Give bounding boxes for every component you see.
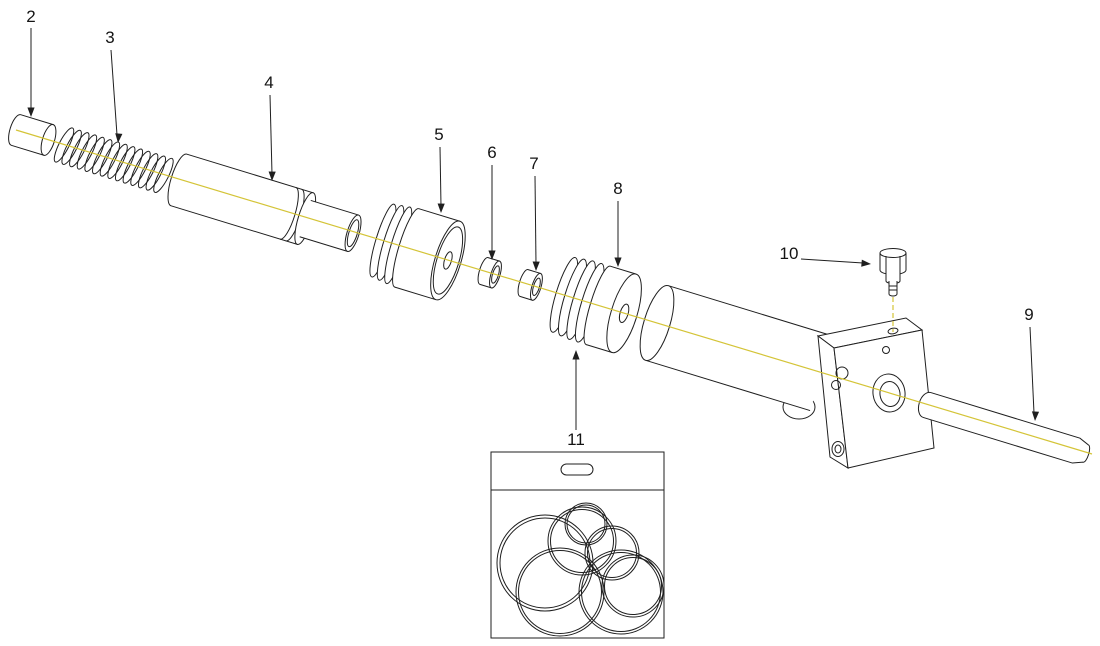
callout-3: 3 bbox=[105, 28, 123, 144]
valve-block bbox=[816, 317, 935, 469]
part-label-11: 11 bbox=[567, 430, 585, 449]
part-label-5: 5 bbox=[434, 125, 443, 144]
oring-set bbox=[496, 502, 665, 637]
part-9-rod bbox=[917, 391, 1091, 464]
callout-7: 7 bbox=[529, 154, 540, 272]
part-label-3: 3 bbox=[105, 28, 114, 47]
callout-9: 9 bbox=[1024, 305, 1040, 422]
callout-11: 11 bbox=[567, 350, 585, 449]
part-label-8: 8 bbox=[613, 179, 622, 198]
part-label-6: 6 bbox=[487, 143, 496, 162]
tube-bore bbox=[346, 219, 360, 248]
part-3-spring bbox=[49, 123, 178, 198]
part-label-7: 7 bbox=[529, 154, 538, 173]
part-label-9: 9 bbox=[1024, 305, 1033, 324]
part-label-4: 4 bbox=[264, 73, 273, 92]
tube-mouth bbox=[344, 214, 362, 252]
part-4-tube bbox=[167, 153, 362, 252]
block-top-port bbox=[887, 327, 899, 335]
callout-5: 5 bbox=[434, 125, 445, 214]
callout-2: 2 bbox=[26, 7, 36, 117]
block-main-port-bore bbox=[879, 381, 901, 407]
plug-head-top bbox=[879, 248, 907, 258]
block-side-hole-lower bbox=[831, 380, 841, 390]
part-label-10: 10 bbox=[780, 244, 799, 263]
callout-4: 4 bbox=[264, 73, 276, 182]
part-label-2: 2 bbox=[26, 7, 35, 26]
callout-6: 6 bbox=[487, 143, 497, 260]
callout-10: 10 bbox=[780, 244, 872, 268]
part-10-plug bbox=[879, 248, 907, 332]
callout-8: 8 bbox=[613, 179, 623, 267]
assembly-centerline bbox=[15, 129, 1093, 455]
bag-hang-slot bbox=[560, 463, 594, 476]
block-bottom-hole-bore bbox=[834, 444, 842, 454]
block-small-hole bbox=[882, 346, 890, 354]
block-bottom-hole bbox=[831, 441, 845, 457]
part-11-oring-bag bbox=[490, 451, 665, 639]
